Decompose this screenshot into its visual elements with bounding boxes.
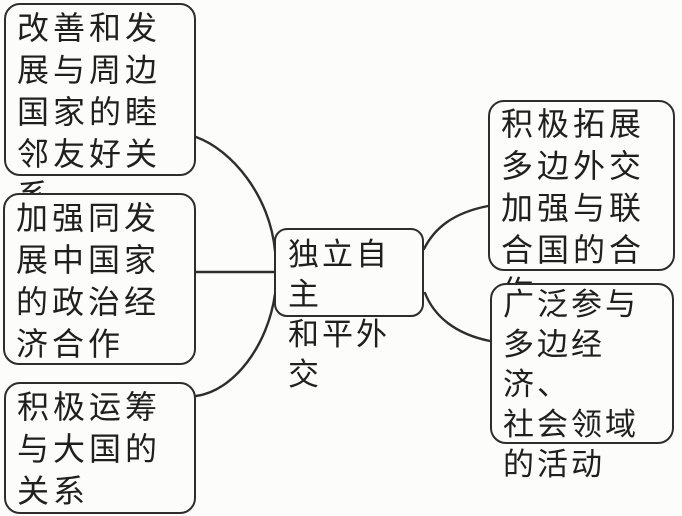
edge-center-to-right-2 <box>423 291 492 343</box>
edge-left-3-to-center <box>194 292 277 398</box>
node-multilateral-economic-social: 广泛参与 多边经济、 社会领域 的活动 <box>490 283 674 482</box>
node-multilateral-diplomacy-un: 积极拓展 多边外交 加强与联 合国的合作 <box>488 100 675 310</box>
node-independent-peaceful-diplomacy: 独立自主 和平外交 <box>274 228 424 392</box>
node-neighboring-countries: 改善和发 展与周边 国家的睦 邻友好关系 <box>4 3 196 214</box>
edge-left-1-to-center <box>194 135 277 253</box>
node-major-powers: 积极运筹 与大国的 关系 <box>4 382 196 514</box>
edge-center-to-right-1 <box>422 204 490 251</box>
node-developing-countries: 加强同发 展中国家 的政治经 济合作 <box>3 193 196 365</box>
